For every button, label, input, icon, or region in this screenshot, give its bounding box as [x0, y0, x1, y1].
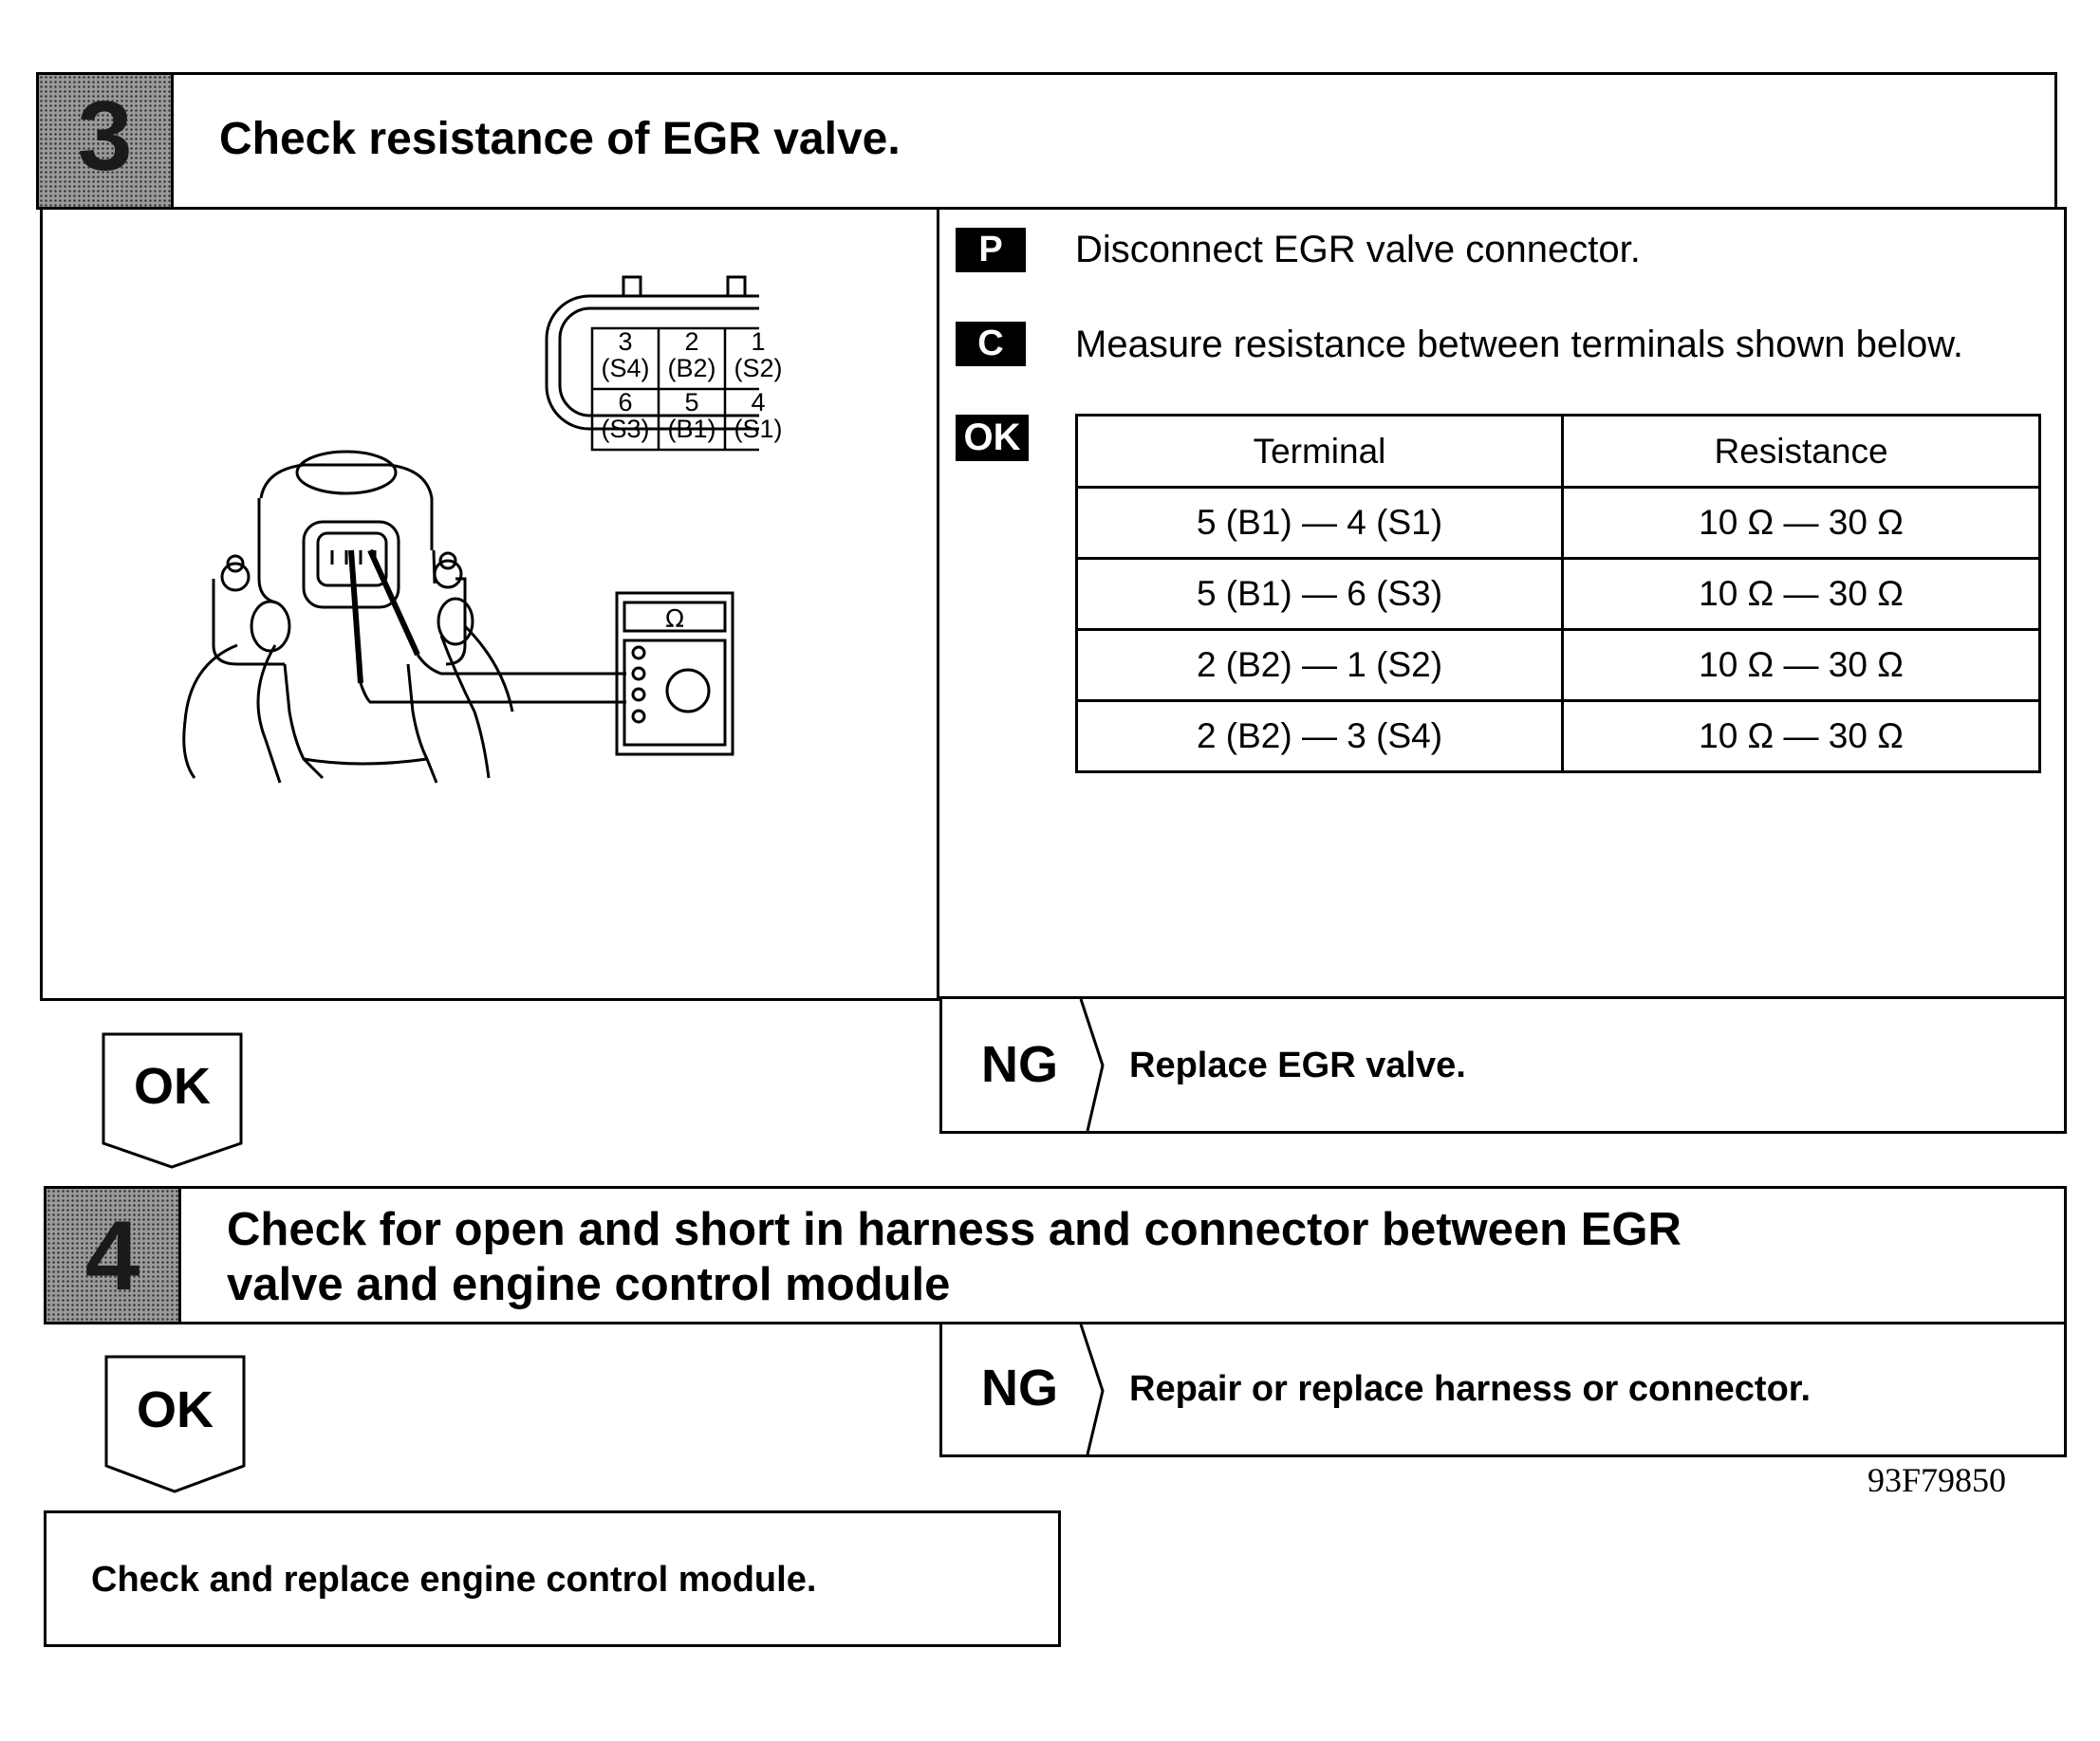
terminal-cell: 2 (B2) — 3 (S4)	[1075, 699, 1564, 773]
step4-ng-label: NG	[981, 1360, 1058, 1417]
step3-ng-chevron	[1079, 999, 1105, 1132]
table-row: 5 (B1) — 6 (S3) 10 Ω — 30 Ω	[1075, 557, 2041, 631]
header-resistance: Resistance	[1561, 414, 2041, 489]
connector-pin-2: 2(B2)	[667, 327, 716, 382]
connector-pin-3: 3(S4)	[601, 327, 650, 382]
step3-ok-arrow	[102, 1032, 243, 1169]
tag-c: C	[956, 322, 1026, 366]
tag-p: P	[956, 228, 1026, 272]
connector-diagram	[545, 275, 759, 452]
terminal-cell: 5 (B1) — 4 (S1)	[1075, 486, 1564, 560]
connector-pin-6: 6(S3)	[601, 388, 650, 443]
step4-ng-chevron	[1079, 1324, 1105, 1455]
connector-pin-4: 4(S1)	[734, 388, 783, 443]
table-row: 5 (B1) — 4 (S1) 10 Ω — 30 Ω	[1075, 486, 2041, 560]
connector-pin-1: 1(S2)	[734, 327, 783, 382]
instruction-p: Disconnect EGR valve connector.	[1075, 229, 1641, 270]
table-row: 2 (B2) — 3 (S4) 10 Ω — 30 Ω	[1075, 699, 2041, 773]
step4-number-cell: 4	[46, 1189, 181, 1322]
step3-title: Check resistance of EGR valve.	[219, 114, 901, 164]
terminal-cell: 2 (B2) — 1 (S2)	[1075, 628, 1564, 702]
step4-ng-action: Repair or replace harness or connector.	[1129, 1369, 1812, 1409]
step4-ok-label: OK	[137, 1381, 214, 1438]
step4-ok-arrow	[104, 1355, 246, 1493]
egr-valve-illustration: Ω	[182, 275, 759, 784]
step4-title-line1: Check for open and short in harness and …	[227, 1204, 1682, 1255]
step3-body-divider	[937, 207, 939, 1001]
resistance-spec-table: Terminal Resistance 5 (B1) — 4 (S1) 10 Ω…	[1075, 414, 2041, 773]
final-action-text: Check and replace engine control module.	[91, 1560, 817, 1600]
meter-ohm-symbol: Ω	[665, 605, 684, 634]
terminal-cell: 5 (B1) — 6 (S3)	[1075, 557, 1564, 631]
final-action-box	[44, 1510, 1061, 1647]
instruction-c: Measure resistance between terminals sho…	[1075, 324, 1964, 365]
step3-ok-label: OK	[134, 1058, 211, 1115]
step4-number: 4	[84, 1201, 140, 1311]
connector-pin-5: 5(B1)	[667, 388, 716, 443]
table-row: 2 (B2) — 1 (S2) 10 Ω — 30 Ω	[1075, 628, 2041, 702]
step3-number-cell: 3	[39, 75, 174, 207]
step3-number: 3	[77, 82, 133, 192]
step4-header: 4 Check for open and short in harness an…	[44, 1186, 2067, 1324]
step3-ng-box	[939, 996, 2067, 1134]
connector-pin-labels: 3(S4) 2(B2) 1(S2) 6(S3) 5(B1) 4(S1)	[592, 328, 791, 450]
step3-ng-action: Replace EGR valve.	[1129, 1046, 1466, 1085]
figure-id: 93F79850	[1868, 1461, 2007, 1499]
header-terminal: Terminal	[1075, 414, 1564, 489]
resistance-cell: 10 Ω — 30 Ω	[1561, 486, 2041, 560]
step4-title-line2: valve and engine control module	[227, 1259, 951, 1310]
step3-header: 3 Check resistance of EGR valve.	[36, 72, 2057, 210]
resistance-cell: 10 Ω — 30 Ω	[1561, 628, 2041, 702]
resistance-cell: 10 Ω — 30 Ω	[1561, 557, 2041, 631]
table-header-row: Terminal Resistance	[1075, 414, 2041, 489]
step4-ng-box	[939, 1322, 2067, 1457]
resistance-cell: 10 Ω — 30 Ω	[1561, 699, 2041, 773]
tag-ok: OK	[956, 415, 1029, 461]
step3-ng-label: NG	[981, 1036, 1058, 1093]
